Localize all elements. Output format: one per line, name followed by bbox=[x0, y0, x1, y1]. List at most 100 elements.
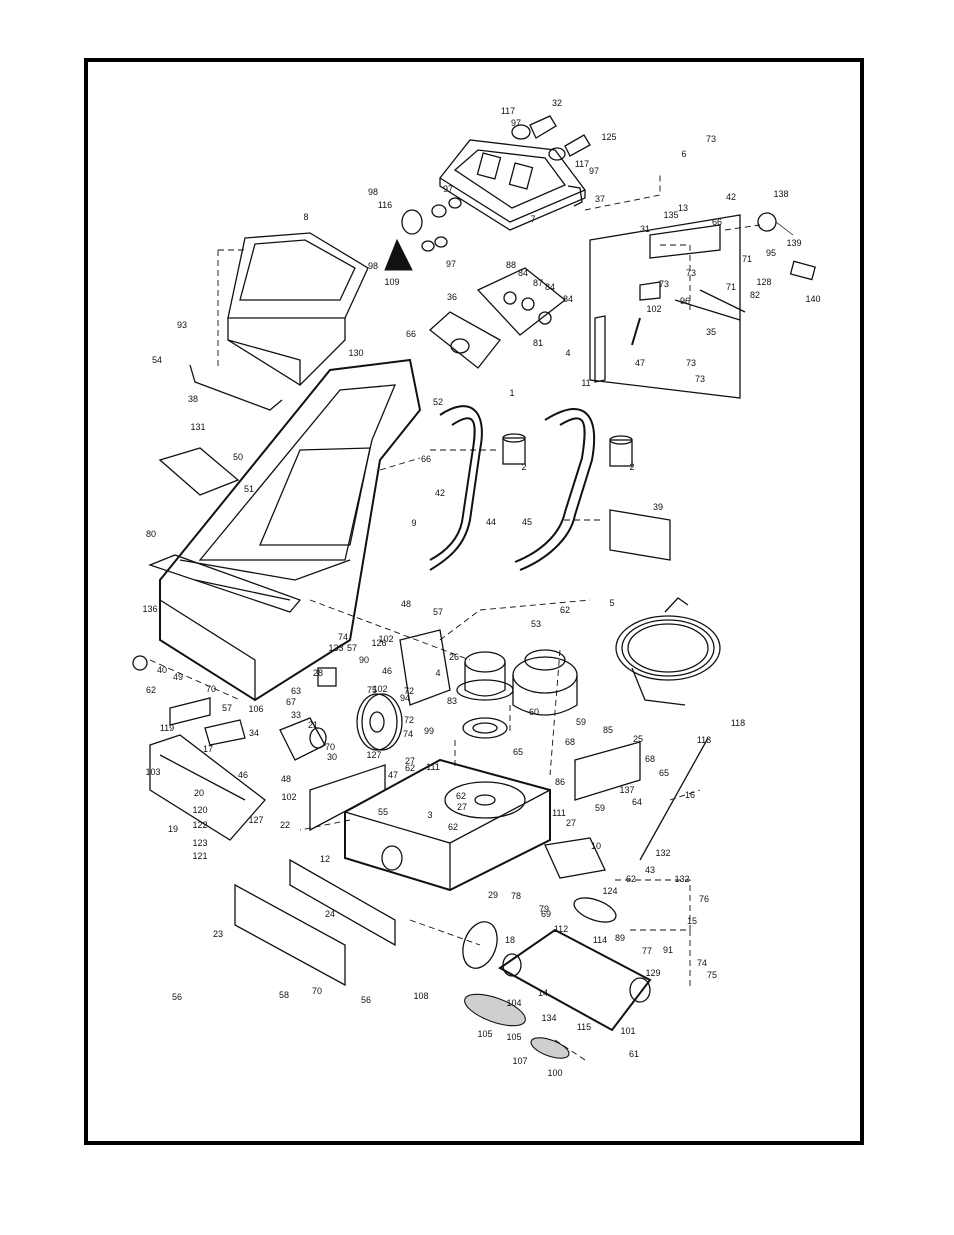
callout-48: 48 bbox=[401, 599, 411, 609]
callout-34: 34 bbox=[249, 728, 259, 738]
manifold-36 bbox=[428, 267, 567, 369]
callout-33: 33 bbox=[291, 710, 301, 720]
callout-70: 70 bbox=[206, 684, 216, 694]
callout-104: 104 bbox=[506, 998, 521, 1008]
rear-panel bbox=[589, 214, 746, 399]
base-chassis bbox=[344, 758, 551, 892]
callout-98: 98 bbox=[368, 187, 378, 197]
pump-106 bbox=[279, 667, 337, 761]
callout-71: 71 bbox=[726, 282, 736, 292]
callout-74: 74 bbox=[338, 632, 348, 642]
fittings-top bbox=[401, 115, 591, 252]
callout-40: 40 bbox=[157, 665, 167, 675]
callout-48: 48 bbox=[281, 774, 291, 784]
callout-54: 54 bbox=[152, 355, 162, 365]
brush-deck-14 bbox=[498, 897, 652, 1032]
callout-21: 21 bbox=[308, 720, 318, 730]
callout-119: 119 bbox=[160, 723, 174, 733]
belt-18 bbox=[462, 921, 498, 969]
callout-118: 118 bbox=[731, 718, 745, 728]
callout-75: 75 bbox=[707, 970, 717, 980]
callout-107: 107 bbox=[512, 1056, 527, 1066]
callout-114: 114 bbox=[593, 935, 607, 945]
callout-95: 95 bbox=[766, 248, 776, 258]
callout-28: 28 bbox=[313, 668, 323, 678]
callout-73: 73 bbox=[695, 374, 705, 384]
callout-46: 46 bbox=[382, 666, 392, 676]
callout-17: 17 bbox=[203, 744, 213, 754]
callout-13: 13 bbox=[678, 203, 688, 213]
callout-69: 69 bbox=[541, 909, 551, 919]
callout-27: 27 bbox=[405, 756, 415, 766]
callout-47: 47 bbox=[388, 770, 398, 780]
callout-57: 57 bbox=[433, 607, 443, 617]
callout-74: 74 bbox=[697, 958, 707, 968]
callout-96: 96 bbox=[680, 296, 690, 306]
callout-38: 38 bbox=[188, 394, 198, 404]
callout-132: 132 bbox=[674, 874, 689, 884]
callout-76: 76 bbox=[699, 894, 709, 904]
panel-23 bbox=[234, 883, 346, 987]
callout-105: 105 bbox=[477, 1029, 492, 1039]
callout-66: 66 bbox=[712, 217, 722, 227]
callout-86: 86 bbox=[555, 777, 565, 787]
callout-56: 56 bbox=[361, 995, 371, 1005]
plate-49 bbox=[169, 697, 211, 726]
callout-113: 113 bbox=[697, 735, 711, 745]
callout-91: 91 bbox=[663, 945, 673, 955]
callout-66: 66 bbox=[406, 329, 416, 339]
callout-120: 120 bbox=[192, 805, 207, 815]
vac-motor-83 bbox=[456, 651, 514, 701]
callout-109: 109 bbox=[384, 277, 399, 287]
callout-75: 75 bbox=[367, 685, 377, 695]
callout-117: 117 bbox=[501, 106, 515, 116]
callout-67: 67 bbox=[286, 697, 296, 707]
callout-97: 97 bbox=[446, 259, 456, 269]
callout-132: 132 bbox=[655, 848, 670, 858]
callout-79: 79 bbox=[539, 904, 549, 914]
panel-22 bbox=[309, 764, 386, 832]
wheel-94 bbox=[356, 693, 403, 751]
callout-84: 84 bbox=[518, 268, 528, 278]
main-body bbox=[148, 358, 422, 702]
callout-64: 64 bbox=[632, 797, 642, 807]
callout-111: 111 bbox=[426, 762, 440, 772]
callout-27: 27 bbox=[457, 802, 467, 812]
callout-14: 14 bbox=[538, 988, 548, 998]
callout-97: 97 bbox=[589, 166, 599, 176]
callout-2: 2 bbox=[629, 462, 634, 472]
callout-116: 116 bbox=[378, 200, 392, 210]
callout-140: 140 bbox=[805, 294, 820, 304]
callout-36: 36 bbox=[447, 292, 457, 302]
callout-127: 127 bbox=[366, 750, 381, 760]
plate-17 bbox=[204, 719, 246, 746]
callout-65: 65 bbox=[513, 747, 523, 757]
callout-84: 84 bbox=[545, 282, 555, 292]
callout-70: 70 bbox=[312, 986, 322, 996]
callout-47: 47 bbox=[635, 358, 645, 368]
callout-22: 22 bbox=[280, 820, 290, 830]
badge-109 bbox=[384, 238, 413, 271]
panel-24 bbox=[289, 858, 396, 947]
callout-53: 53 bbox=[531, 619, 541, 629]
dashed-guides bbox=[149, 175, 761, 1061]
callout-6: 6 bbox=[681, 149, 686, 159]
callout-63: 63 bbox=[291, 686, 301, 696]
callout-73: 73 bbox=[706, 134, 716, 144]
callout-89: 89 bbox=[615, 933, 625, 943]
callout-105: 105 bbox=[506, 1032, 521, 1042]
clamp-38 bbox=[189, 364, 283, 411]
callout-62: 62 bbox=[448, 822, 458, 832]
decal-140 bbox=[789, 260, 816, 281]
callout-87: 87 bbox=[533, 278, 543, 288]
callout-129: 129 bbox=[645, 968, 660, 978]
callout-10: 10 bbox=[591, 841, 601, 851]
plate-39 bbox=[609, 509, 671, 561]
callout-83: 83 bbox=[447, 696, 457, 706]
callout-46: 46 bbox=[238, 770, 248, 780]
callout-136: 136 bbox=[142, 604, 157, 614]
callout-68: 68 bbox=[645, 754, 655, 764]
handle-19 bbox=[149, 734, 266, 841]
callout-42: 42 bbox=[726, 192, 736, 202]
